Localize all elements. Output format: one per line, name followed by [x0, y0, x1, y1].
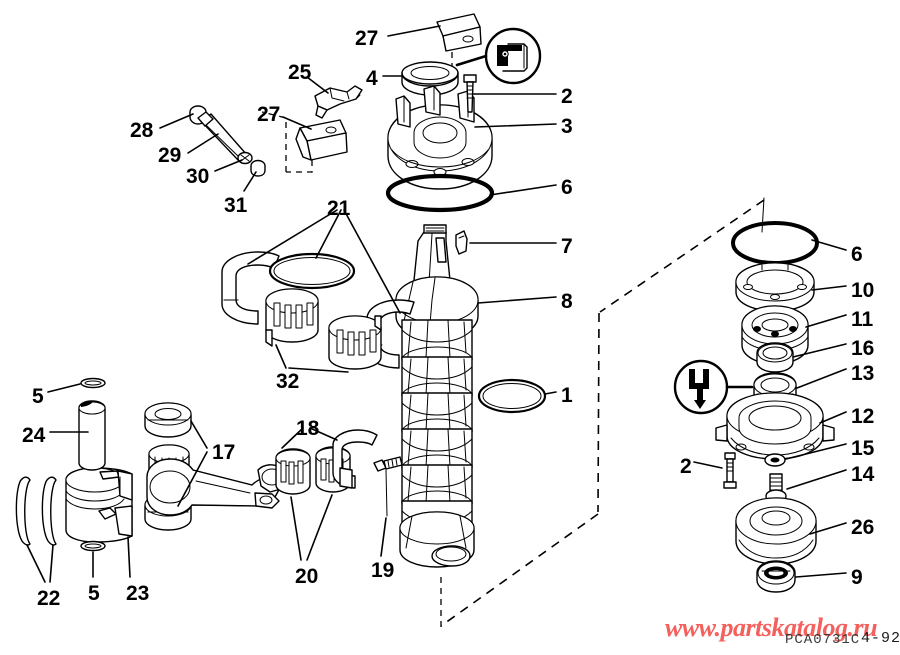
part-19-screw	[373, 456, 403, 517]
callout-14: 14	[851, 463, 875, 486]
watermark-text: www.partskatalog.ru	[665, 613, 878, 642]
part-17-thrust-washer-upper	[144, 402, 192, 438]
callout-9: 9	[851, 566, 863, 589]
callout-17: 17	[212, 441, 236, 464]
callout-18: 18	[296, 417, 320, 440]
callout-23: 23	[126, 582, 150, 605]
detail-bubble-seal-lip-direction	[673, 359, 754, 415]
callout-5-upper: 5	[32, 385, 44, 408]
part-22-piston-rings	[15, 476, 57, 546]
part-27b-assembly-line	[286, 160, 313, 173]
callout-1: 1	[561, 384, 573, 407]
callout-20: 20	[295, 565, 319, 588]
part-31-nut	[250, 159, 266, 177]
detail-bubble-seal-orientation	[455, 27, 542, 85]
callout-31: 31	[224, 194, 248, 217]
callout-19: 19	[371, 559, 395, 582]
callout-5-lower: 5	[88, 582, 100, 605]
callout-16: 16	[851, 337, 875, 360]
part-6-o-ring-center	[385, 173, 495, 213]
callout-6-right: 6	[851, 243, 863, 266]
callout-21: 21	[327, 197, 351, 220]
part-26-damper	[735, 497, 817, 565]
callout-12: 12	[851, 405, 875, 428]
part-8-crankshaft	[395, 224, 479, 568]
callout-3: 3	[561, 115, 573, 138]
callout-27-upper: 27	[355, 27, 379, 50]
part-21-bearing-ring	[268, 252, 356, 290]
part-27b-assembly-line-2	[261, 111, 287, 172]
part-23-piston	[65, 467, 133, 543]
part-12-bearing-housing	[715, 392, 835, 460]
part-21-bearing-shell-left	[221, 251, 280, 325]
callout-24: 24	[22, 424, 46, 447]
part-32-needle-cage-lower	[328, 315, 382, 370]
connecting-rod	[146, 458, 287, 516]
callout-8: 8	[561, 290, 573, 313]
part-5-lock-ring-lower	[80, 540, 106, 552]
part-15-washer	[764, 453, 786, 467]
callout-7: 7	[561, 235, 573, 258]
callout-28: 28	[130, 119, 154, 142]
callout-29: 29	[158, 144, 182, 167]
callout-25: 25	[288, 61, 312, 84]
drawing-number: PCA0731C	[785, 632, 861, 648]
callout-22: 22	[37, 587, 61, 610]
callout-10: 10	[851, 279, 875, 302]
callout-15: 15	[851, 437, 875, 460]
part-1-ring	[477, 378, 547, 414]
part-7-woodruff-key	[455, 230, 468, 255]
dashed-group-boundary	[440, 197, 765, 627]
callout-4: 4	[366, 67, 378, 90]
callout-2-upper: 2	[561, 85, 573, 108]
callout-26: 26	[851, 516, 875, 539]
part-25-retainer-clip	[314, 85, 363, 119]
part-6-o-ring-right	[731, 221, 819, 265]
part-3-crankcase-head	[387, 85, 493, 190]
part-27-upper-bracket	[436, 13, 482, 52]
callout-30: 30	[186, 165, 210, 188]
part-2-screw-upper	[463, 74, 477, 113]
part-20-cage-left	[275, 448, 311, 495]
callout-27-lower: 27	[257, 103, 281, 126]
part-24-wrist-pin	[78, 400, 106, 471]
part-9-oil-seal-lower	[756, 560, 796, 593]
part-32-needle-cage-upper	[265, 288, 319, 347]
leader-lines	[26, 25, 847, 583]
part-30-lock-washer	[237, 151, 253, 165]
part-5-lock-ring-upper	[80, 377, 106, 389]
callout-2-lower: 2	[680, 455, 692, 478]
part-27-lower-bracket	[295, 119, 348, 161]
callout-13: 13	[851, 362, 875, 385]
part-10-bearing-retainer	[735, 262, 815, 312]
callout-32: 32	[276, 370, 300, 393]
part-18-bearing-race	[332, 429, 378, 489]
part-4-oil-seal	[401, 61, 459, 96]
callout-11: 11	[851, 308, 874, 331]
revision-date: 4-92	[861, 630, 900, 647]
part-16-snap-ring	[756, 342, 794, 373]
part-2-screw-lower	[723, 452, 737, 489]
callout-6-center: 6	[561, 176, 573, 199]
